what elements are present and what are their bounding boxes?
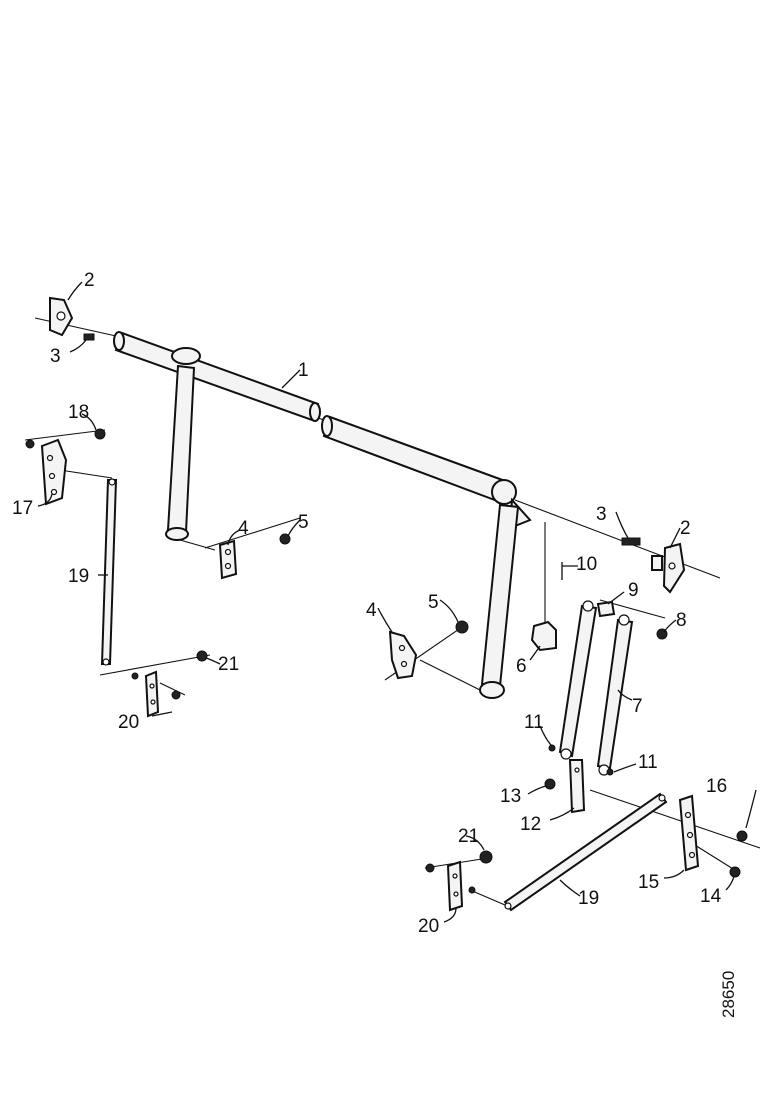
- callout-14: 14: [700, 886, 722, 907]
- gas-strut-rear: [596, 614, 634, 776]
- end-bracket-left: [49, 296, 74, 337]
- callout-10: 10: [576, 554, 597, 575]
- callout-6: 6: [516, 656, 527, 677]
- bolt-18: [25, 428, 106, 449]
- figure-id: 28650: [719, 971, 738, 1018]
- callout-3-right: 3: [596, 504, 607, 525]
- mounting-plate-left: [218, 539, 238, 580]
- assembly-axis-lines: [24, 317, 761, 906]
- callout-21-right: 21: [458, 826, 479, 847]
- bolt-21-right: [425, 850, 493, 894]
- bolt-14: [729, 866, 741, 878]
- callout-13: 13: [500, 786, 521, 807]
- callout-15: 15: [638, 872, 659, 893]
- callout-5-right: 5: [428, 592, 439, 613]
- nut-right: [455, 620, 469, 634]
- callout-16-right: 16: [706, 776, 727, 797]
- main-frame-tube: [113, 331, 532, 699]
- callout-8: 8: [676, 610, 687, 631]
- bracket-20-right: [446, 860, 464, 912]
- callout-11-right: 11: [638, 752, 658, 773]
- link-rod-right: [503, 792, 668, 912]
- callout-17: 17: [12, 498, 33, 519]
- bolt-right: [621, 537, 641, 546]
- callout-5-left: 5: [298, 512, 309, 533]
- callout-labels: 1 2 3 18 17 19 4 5 21 20 3 2 10 9 8 4 5 …: [12, 270, 727, 937]
- bolt-21-left: [131, 650, 208, 700]
- link-rod-left: [100, 478, 118, 666]
- callout-19-left: 19: [68, 566, 89, 587]
- callout-7: 7: [632, 696, 643, 717]
- callout-4-right: 4: [366, 600, 377, 621]
- callout-2-right: 2: [680, 518, 691, 539]
- callout-20-left: 20: [118, 712, 139, 733]
- mounting-plate-right: [388, 630, 418, 680]
- callout-3-left: 3: [50, 346, 61, 367]
- bracket-20-left: [144, 670, 160, 718]
- callout-21-left: 21: [218, 654, 239, 675]
- callout-18-left: 18: [68, 402, 89, 423]
- callout-11-left: 11: [524, 712, 544, 733]
- strut-end-fitting: [596, 600, 616, 618]
- nut-left: [279, 533, 291, 545]
- nut-13: [544, 778, 556, 790]
- leader-lines: [37, 281, 757, 923]
- callout-1: 1: [298, 360, 309, 381]
- callout-4-left: 4: [238, 518, 249, 539]
- bracket-17: [40, 438, 68, 506]
- bracket-block: [530, 620, 557, 652]
- bolt-16-right: [736, 830, 748, 842]
- strut-lower-bracket: [568, 759, 586, 814]
- callout-2-left: 2: [84, 270, 95, 291]
- callout-19-right: 19: [578, 888, 599, 909]
- callout-12: 12: [520, 814, 541, 835]
- gas-strut-front: [558, 600, 598, 760]
- washer-11-left: [548, 744, 556, 752]
- callout-9: 9: [628, 580, 639, 601]
- end-bracket-right: [651, 542, 686, 594]
- bolt-left: [83, 333, 95, 341]
- bracket-plate-right: [678, 794, 700, 872]
- washer-11-right: [606, 768, 614, 776]
- callout-20-right: 20: [418, 916, 439, 937]
